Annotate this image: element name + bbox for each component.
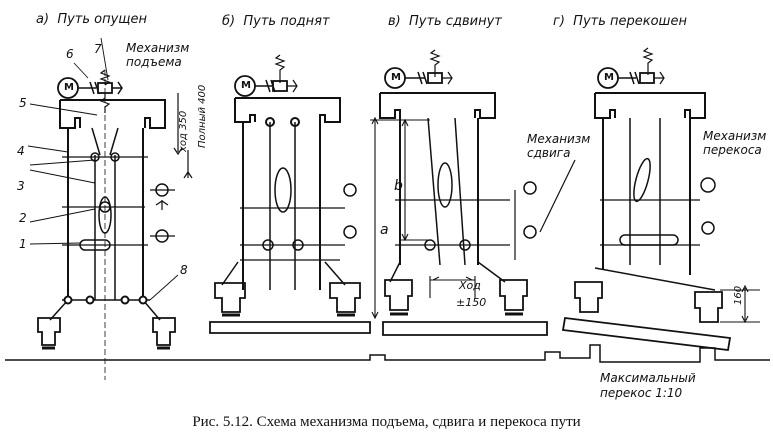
- dim-a-label: a: [380, 222, 389, 238]
- part-number-6: 6: [66, 47, 74, 61]
- motor-label-a: М: [64, 82, 74, 93]
- panel-a-title: а) Путь опущен: [36, 12, 148, 27]
- part-number-1: 1: [19, 237, 27, 251]
- full-400-label: Полный 400: [197, 84, 208, 148]
- panel-b-frame: [209, 54, 371, 334]
- motor-label-c: М: [391, 72, 401, 83]
- dim-b-label: b: [394, 178, 403, 194]
- stroke-shift-label: Ход: [459, 279, 481, 292]
- figure-caption: Рис. 5.12. Схема механизма подъема, сдви…: [192, 414, 581, 430]
- part-number-3: 3: [17, 179, 25, 193]
- panel-c-title: в) Путь сдвинут: [388, 14, 502, 29]
- shift-value-label: ±150: [456, 296, 487, 309]
- skew-160-label: 160: [733, 285, 744, 305]
- motor-label-b: М: [241, 80, 251, 91]
- panel-c-frame: [370, 49, 576, 336]
- part-number-7: 7: [94, 42, 102, 56]
- part-number-8: 8: [180, 263, 188, 277]
- part-number-2: 2: [19, 211, 27, 225]
- motor-label-d: М: [604, 72, 614, 83]
- part-number-4: 4: [17, 144, 25, 158]
- panel-d-frame: [561, 47, 760, 351]
- panel-a-frame: [27, 37, 193, 380]
- part-number-5: 5: [19, 96, 27, 110]
- ground-line: [5, 344, 770, 363]
- panel-d-title: г) Путь перекошен: [553, 14, 687, 29]
- stroke-350-label: ход 350: [178, 110, 189, 152]
- panel-b-title: б) Путь поднят: [222, 14, 330, 29]
